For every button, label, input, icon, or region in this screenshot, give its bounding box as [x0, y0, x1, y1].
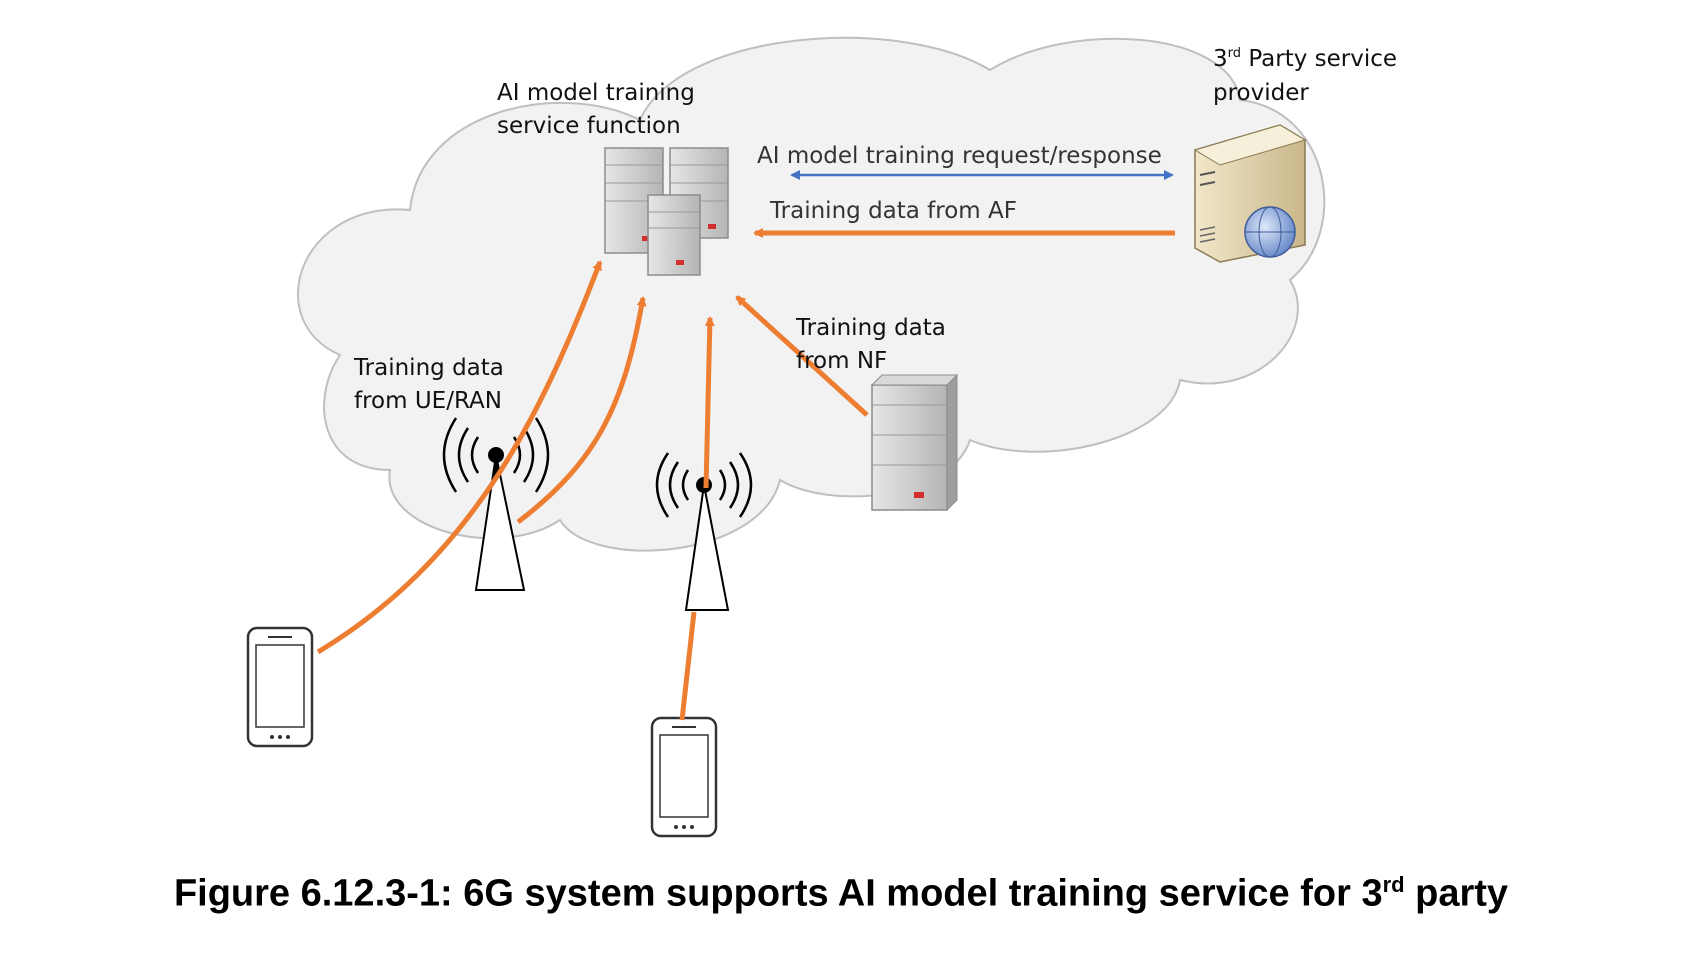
- training-function-label-line2: service function: [497, 113, 681, 139]
- ue1-data-arrow: [316, 260, 603, 655]
- training-function-label-line1: AI model training: [497, 80, 695, 106]
- ue-data-label-line2: from UE/RAN: [354, 388, 502, 414]
- figure-caption: Figure 6.12.3-1: 6G system supports AI m…: [173, 872, 1509, 915]
- ran1-data-arrow: [516, 296, 647, 524]
- core-network-cloud: [296, 36, 1326, 552]
- nf-server-icon: [870, 373, 959, 512]
- ue-phone-2-icon: [650, 716, 718, 838]
- third-party-label-line2: provider: [1213, 80, 1309, 106]
- af-data-label: Training data from AF: [769, 198, 1017, 224]
- training-server-cluster: [604, 147, 729, 276]
- nf-data-arrow: [735, 295, 869, 417]
- ue-data-label-line1: Training data: [353, 355, 504, 381]
- ran2-data-arrow: [703, 316, 715, 489]
- server-icon: [647, 194, 701, 276]
- third-party-label-line1: 3rd Party service: [1213, 46, 1397, 72]
- nf-data-label-line2: from NF: [796, 348, 887, 374]
- nf-data-label-line1: Training data: [795, 315, 946, 341]
- base-station-2-icon: [655, 452, 753, 611]
- base-station-1-icon: [442, 417, 550, 591]
- ue2-data-arrow: [679, 611, 697, 721]
- arrows: [316, 170, 1175, 721]
- ue-phone-1-icon: [246, 626, 314, 748]
- third-party-server-icon: [1193, 124, 1307, 263]
- request-response-label: AI model training request/response: [757, 143, 1162, 169]
- labels: AI model training service function 3rd P…: [353, 46, 1397, 414]
